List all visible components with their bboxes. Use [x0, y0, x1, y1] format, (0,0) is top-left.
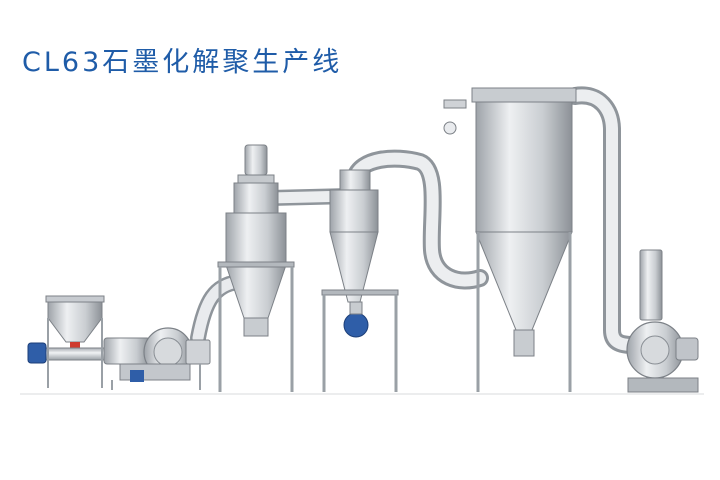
pulse-dust-collector — [443, 87, 577, 392]
mill-motor-icon — [130, 370, 144, 382]
feeder-motor-icon — [27, 342, 47, 364]
cyclone-valve-icon — [343, 312, 369, 338]
classifier-mill — [103, 327, 211, 390]
cyclone-separator — [321, 169, 399, 392]
induced-draft-fan — [626, 249, 699, 393]
ducting — [190, 86, 641, 354]
air-classifier — [217, 144, 295, 392]
page-title: CL63石墨化解聚生产线 — [22, 47, 343, 78]
pressure-gauge-icon — [443, 121, 457, 135]
fan-motor-icon — [675, 337, 699, 361]
feeder-outlet — [70, 342, 80, 350]
